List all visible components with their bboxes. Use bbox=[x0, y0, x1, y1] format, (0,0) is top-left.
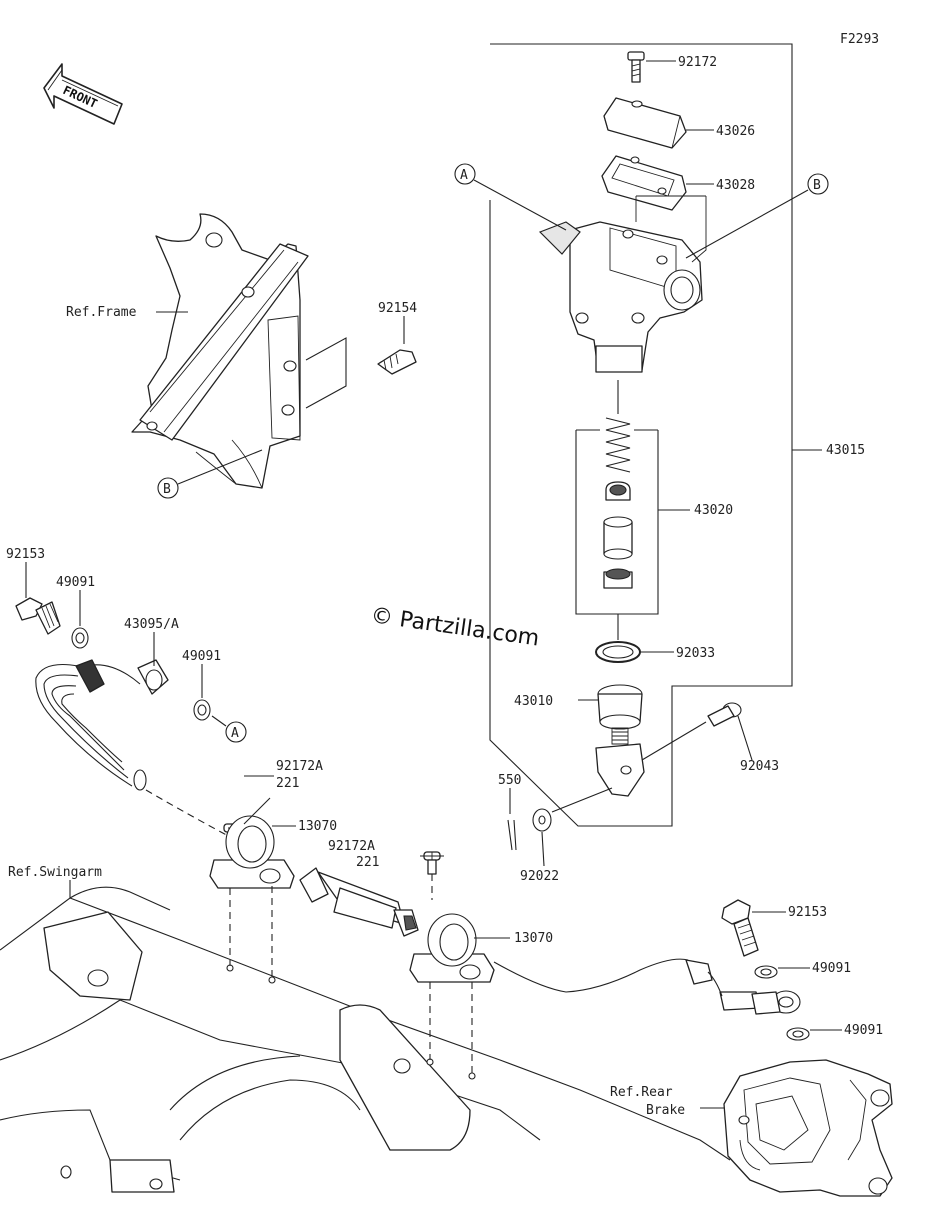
bolt-92154 bbox=[305, 316, 417, 409]
washer-49091-right-1 bbox=[754, 965, 810, 979]
label-49091-right-1: 49091 bbox=[812, 961, 851, 976]
label-92033: 92033 bbox=[676, 646, 715, 661]
circlip-92033 bbox=[595, 641, 674, 663]
label-92154: 92154 bbox=[378, 301, 417, 316]
label-13070-2: 13070 bbox=[514, 931, 553, 946]
label-43010: 43010 bbox=[514, 694, 553, 709]
label-92172a-1: 92172A bbox=[276, 759, 323, 774]
label-92022: 92022 bbox=[520, 869, 559, 884]
label-92172a-2: 92172A bbox=[328, 839, 375, 854]
hose-clamp-13070-1 bbox=[209, 797, 296, 978]
label-49091-left-2: 49091 bbox=[182, 649, 221, 664]
swingarm-reference: Ref.Swingarm bbox=[0, 865, 731, 1193]
label-92153-left: 92153 bbox=[6, 547, 45, 562]
label-43020: 43020 bbox=[694, 503, 733, 518]
hose-to-rear-brake bbox=[493, 958, 801, 1015]
figure-code: F2293 bbox=[840, 32, 879, 47]
callout-a-top: A bbox=[454, 163, 567, 231]
brake-hose-43095a bbox=[35, 632, 233, 839]
washer-49091-right-2 bbox=[786, 1027, 842, 1041]
washer-92022 bbox=[532, 787, 613, 867]
assembly-bracket-43015 bbox=[489, 43, 822, 827]
callout-a-lower-label: A bbox=[231, 726, 239, 741]
label-43095a: 43095/A bbox=[124, 617, 179, 632]
label-92172: 92172 bbox=[678, 55, 717, 70]
callout-b-top: B bbox=[685, 173, 829, 259]
diaphragm-43028 bbox=[601, 155, 714, 211]
hose-middle bbox=[299, 867, 419, 937]
rear-brake-caliper: Ref.Rear Brake bbox=[610, 1059, 893, 1197]
washer-49091-left-1 bbox=[71, 590, 89, 649]
callout-b-frame: B bbox=[157, 449, 263, 499]
cotter-pin-550 bbox=[507, 788, 517, 851]
callout-a-lower: A bbox=[211, 715, 247, 743]
label-13070-1: 13070 bbox=[298, 819, 337, 834]
bolt-92153-right bbox=[721, 899, 786, 957]
label-221-2: 221 bbox=[356, 855, 379, 870]
front-arrow-icon: FRONT bbox=[43, 63, 123, 125]
label-92043: 92043 bbox=[740, 759, 779, 774]
ref-rear-brake-label-2: Brake bbox=[646, 1103, 685, 1118]
hose-clamp-13070-2 bbox=[409, 851, 510, 1074]
label-49091-left-1: 49091 bbox=[56, 575, 95, 590]
part-labels: 92172 43026 43028 43015 43020 92033 4301… bbox=[6, 55, 883, 1038]
ref-swingarm-label: Ref.Swingarm bbox=[8, 865, 102, 880]
callout-b-top-label: B bbox=[813, 178, 821, 193]
watermark: © Partzilla.com bbox=[369, 603, 541, 651]
label-49091-right-2: 49091 bbox=[844, 1023, 883, 1038]
reservoir-cap-43026 bbox=[603, 97, 714, 149]
bolt-92153-left bbox=[15, 562, 61, 635]
leader-lines bbox=[244, 775, 444, 857]
piston-kit-43020 bbox=[575, 380, 690, 640]
washer-49091-left-2 bbox=[193, 664, 211, 721]
label-43026: 43026 bbox=[716, 124, 755, 139]
label-43015: 43015 bbox=[826, 443, 865, 458]
ref-frame-label: Ref.Frame bbox=[66, 305, 137, 320]
pin-92043 bbox=[641, 702, 753, 761]
screw-92172 bbox=[627, 51, 676, 83]
master-cylinder-body bbox=[538, 195, 707, 373]
callout-a-top-label: A bbox=[460, 168, 468, 183]
label-221-1: 221 bbox=[276, 776, 299, 791]
ref-rear-brake-label-1: Ref.Rear bbox=[610, 1085, 673, 1100]
label-92153-right: 92153 bbox=[788, 905, 827, 920]
label-550: 550 bbox=[498, 773, 521, 788]
push-rod-43010 bbox=[578, 684, 645, 797]
callout-b-frame-label: B bbox=[163, 482, 171, 497]
label-43028: 43028 bbox=[716, 178, 755, 193]
frame-reference: Ref.Frame bbox=[66, 213, 309, 489]
